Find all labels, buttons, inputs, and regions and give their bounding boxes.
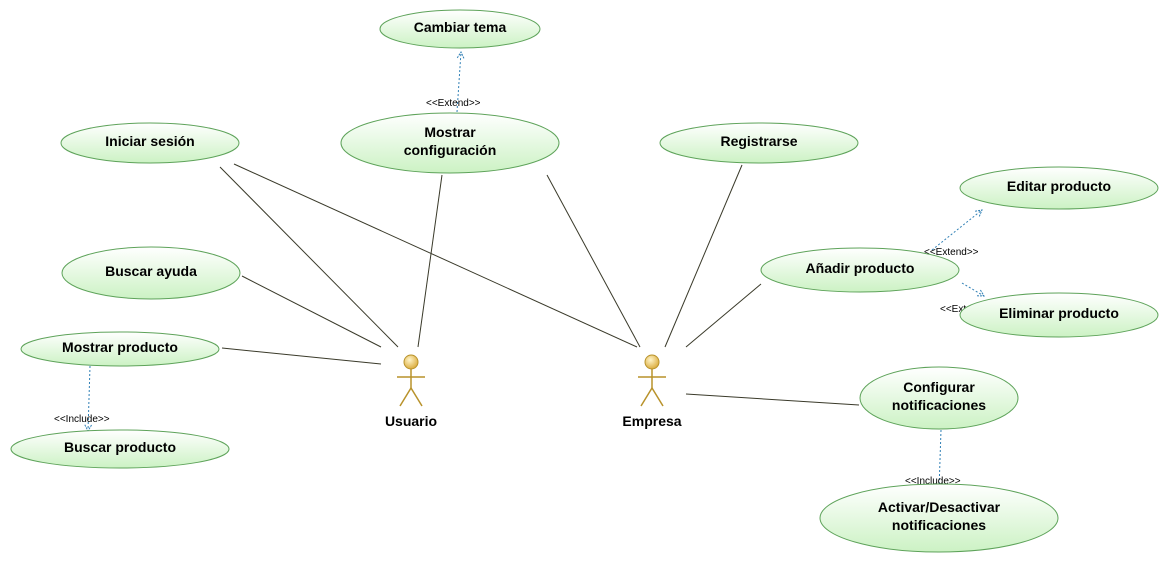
dependency-arrowhead xyxy=(456,50,465,59)
use-case-ellipse xyxy=(819,483,1059,553)
use-case-activar-notif[interactable]: Activar/Desactivar notificaciones xyxy=(819,483,1059,553)
dependency-line xyxy=(961,282,985,297)
actor-usuario[interactable]: Usuario xyxy=(385,354,437,429)
use-case-label: Buscar producto xyxy=(64,439,176,455)
use-case-ellipse xyxy=(379,9,541,49)
actor-head xyxy=(403,354,419,370)
use-case-label: Buscar ayuda xyxy=(105,263,197,279)
association-configurar_notif-empresa xyxy=(685,393,860,406)
use-case-label: Mostrar producto xyxy=(62,339,178,355)
use-case-ellipse xyxy=(60,122,240,164)
association-registrarse-empresa xyxy=(664,164,743,348)
use-case-ellipse xyxy=(959,166,1159,210)
use-case-anadir-producto[interactable]: Añadir producto xyxy=(760,247,960,293)
use-case-registrarse[interactable]: Registrarse xyxy=(659,122,859,164)
use-case-configurar-notif[interactable]: Configurar notificaciones xyxy=(859,366,1019,430)
use-case-label: configuración xyxy=(404,142,497,158)
dependency-line xyxy=(931,209,983,251)
use-case-ellipse xyxy=(20,331,220,367)
associations xyxy=(219,163,860,406)
use-case-cambiar-tema[interactable]: Cambiar tema xyxy=(379,9,541,49)
use-case-editar-producto[interactable]: Editar producto xyxy=(959,166,1159,210)
actor-right-leg xyxy=(410,387,423,407)
stereotype-label: <<Extend>> xyxy=(924,247,979,258)
dependency-mostrar_config-cambiar_tema: <<Extend>> xyxy=(426,50,481,113)
use-case-label: Cambiar tema xyxy=(414,19,507,35)
dependency-anadir_producto-editar_producto: <<Extend>> xyxy=(924,209,983,258)
association-iniciar_sesion-usuario xyxy=(219,166,399,348)
dependency-arrowhead xyxy=(975,209,983,217)
dependency-configurar_notif-activar_notif: <<Include>> xyxy=(905,429,961,492)
dependency-mostrar_producto-buscar_producto: <<Include>> xyxy=(54,365,110,433)
use-case-label: Configurar xyxy=(903,379,975,395)
use-case-ellipse xyxy=(760,247,960,293)
use-case-eliminar-producto[interactable]: Eliminar producto xyxy=(959,292,1159,338)
association-mostrar_producto-usuario xyxy=(221,347,382,365)
use-case-label: Mostrar xyxy=(424,124,476,140)
association-iniciar_sesion-empresa xyxy=(233,163,638,348)
actor-empresa[interactable]: Empresa xyxy=(622,354,682,429)
use-case-label: notificaciones xyxy=(892,517,986,533)
use-case-ellipse xyxy=(659,122,859,164)
use-case-ellipse xyxy=(859,366,1019,430)
actors: Usuario Empresa xyxy=(385,354,682,429)
actor-left-leg xyxy=(399,387,412,407)
use-case-buscar-producto[interactable]: Buscar producto xyxy=(10,429,230,469)
use-case-ellipse xyxy=(340,112,560,174)
use-case-label: Eliminar producto xyxy=(999,305,1119,321)
association-mostrar_config-empresa xyxy=(546,174,641,348)
use-case-label: Activar/Desactivar xyxy=(878,499,1001,515)
actor-head xyxy=(644,354,660,370)
use-case-label: Iniciar sesión xyxy=(105,133,194,149)
use-case-label: Registrarse xyxy=(720,133,797,149)
actor-label: Empresa xyxy=(622,413,681,429)
dependency-line xyxy=(87,365,91,432)
stereotype-label: <<Include>> xyxy=(54,414,110,425)
association-buscar_ayuda-usuario xyxy=(241,275,382,348)
use-case-ellipse xyxy=(10,429,230,469)
use-case-ellipse xyxy=(61,246,241,300)
stereotype-label: <<Include>> xyxy=(905,476,961,487)
use-case-iniciar-sesion[interactable]: Iniciar sesión xyxy=(60,122,240,164)
association-anadir_producto-empresa xyxy=(685,283,762,348)
actor-left-leg xyxy=(640,387,653,407)
use-case-label: Editar producto xyxy=(1007,178,1111,194)
use-case-label: Añadir producto xyxy=(806,260,915,276)
stereotype-label: <<Extend>> xyxy=(426,98,481,109)
dependency-arrowhead xyxy=(976,289,985,297)
use-case-buscar-ayuda[interactable]: Buscar ayuda xyxy=(61,246,241,300)
actor-label: Usuario xyxy=(385,413,437,429)
association-mostrar_config-usuario xyxy=(417,174,443,348)
use-case-ellipse xyxy=(959,292,1159,338)
use-case-label: notificaciones xyxy=(892,397,986,413)
use-case-mostrar-producto[interactable]: Mostrar producto xyxy=(20,331,220,367)
use-case-mostrar-config[interactable]: Mostrar configuración xyxy=(340,112,560,174)
actor-right-leg xyxy=(651,387,664,407)
